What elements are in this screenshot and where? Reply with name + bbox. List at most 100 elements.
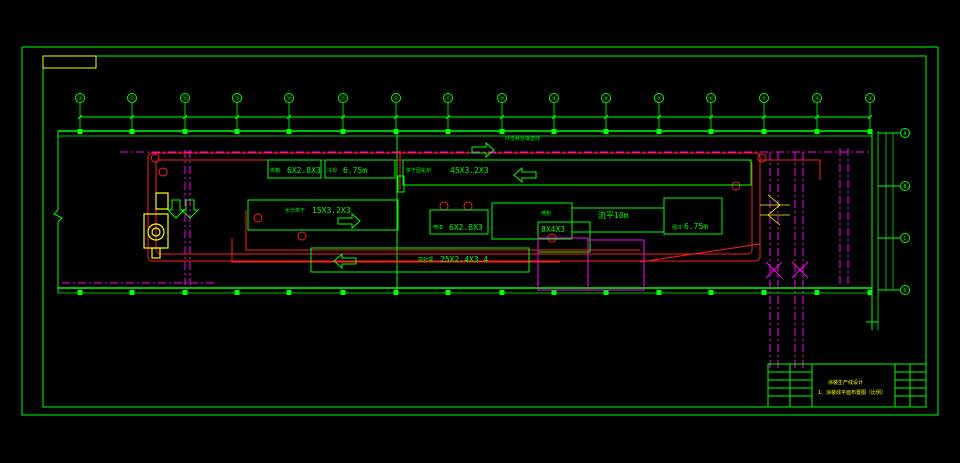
axis-bubble: ⑥: [706, 93, 716, 131]
box-upper-long: [402, 159, 752, 186]
label-box-mid-small: 6X2.8X3: [449, 223, 483, 232]
axis-bubble-right: D: [900, 285, 910, 295]
box-mid-left: [247, 199, 399, 231]
column: [77, 129, 83, 134]
axis-bubble-label: ⑱: [77, 95, 82, 102]
label-box-mid-small-tag: 喷漆: [433, 224, 443, 231]
column: [286, 129, 292, 134]
column: [708, 290, 714, 295]
axis-bubble-label: ⑪: [445, 95, 450, 102]
label-box-mid-section: 流平10m: [598, 210, 629, 220]
drop-arrows: [166, 199, 200, 219]
axis-bubble-right: C: [900, 233, 910, 243]
title-line-1: 涂装生产线设计: [828, 379, 863, 386]
column: [129, 290, 135, 295]
axis-bubble-label: ⑩: [500, 96, 505, 102]
column: [708, 129, 714, 134]
column: [499, 129, 505, 134]
column: [445, 129, 451, 134]
axis-bubble-label: ③: [868, 96, 873, 102]
label-box-upper-long-tag: 烘干固化炉: [406, 167, 431, 174]
centerlines: [62, 148, 872, 370]
column: [814, 129, 820, 134]
box-upper-left: [267, 159, 322, 179]
axis-bubble: ⑬: [338, 93, 348, 131]
axis-bubble: ⑫: [391, 93, 401, 131]
column: [656, 290, 662, 295]
axis-bubble-right-label: A: [903, 131, 906, 137]
label-box-mid-left: 15X3.2X3: [312, 206, 351, 215]
box-upper-mid: [324, 159, 396, 179]
label-box-upper-long: 45X3.2X3: [450, 166, 489, 175]
axis-bubble-label: ⑰: [129, 95, 134, 102]
label-box-upper-mid-tag: 冷却: [327, 167, 337, 174]
axis-bubble: ⑩: [497, 93, 507, 131]
axis-bubble: ⑮: [232, 93, 242, 131]
building-walls: [53, 130, 879, 330]
column: [129, 129, 135, 134]
column: [867, 129, 873, 134]
right-hangers: [760, 194, 790, 226]
column: [551, 129, 557, 134]
turn-mark: [731, 181, 741, 191]
axis-bubble-right: A: [900, 128, 910, 138]
axis-bubble-label: ④: [815, 96, 820, 102]
column: [814, 290, 820, 295]
axis-bubble-label: ⑭: [286, 95, 291, 102]
axis-grid-top: ⑱ ⑰ ⑯ ⑮ ⑭ ⑬ ⑫ ⑪ ⑩ ⑨ ⑧ ⑦ ⑥ ⑤ ④ ③: [75, 93, 875, 131]
axis-bubble-label: ⑥: [709, 96, 714, 102]
axis-bubble: ⑪: [443, 93, 453, 131]
column: [761, 129, 767, 134]
right-axis-lines: [878, 132, 900, 291]
equipment-boxes: [247, 159, 752, 273]
outer-frame: [21, 46, 939, 416]
axis-bubble: ⑱: [75, 93, 85, 131]
column: [182, 129, 188, 134]
inner-frame: [42, 55, 927, 408]
column: [499, 290, 505, 295]
turn-mark: [253, 213, 263, 223]
axis-bubble-label: ⑨: [552, 96, 557, 102]
axis-bubble: ④: [812, 93, 822, 131]
turn-mark: [158, 167, 168, 177]
corner-stamp-box: [42, 55, 97, 69]
axis-bubble: ⑧: [601, 93, 611, 131]
labels: 环形悬挂输送线 烘箱 6X2.8X3 冷却 6.75m 烘干固化炉 45X3.2…: [270, 135, 708, 264]
label-box-mid-right-tag: 喷粉: [541, 210, 551, 217]
column: [656, 129, 662, 134]
axis-bubble-label: ⑦: [657, 96, 662, 102]
axis-bubble: ⑦: [654, 93, 664, 131]
column: [603, 290, 609, 295]
column: [340, 290, 346, 295]
turn-mark: [297, 231, 307, 241]
title-line-2: 1、涂装线平面布置图（比例）: [818, 389, 886, 396]
label-box-mid-left-tag: 水分烘干: [285, 207, 305, 214]
box-mid-small: [429, 209, 489, 235]
axis-bubble-label: ⑯: [182, 95, 187, 102]
label-box-upper-left-tag: 烘箱: [270, 167, 280, 174]
axis-bubble-label: ⑧: [604, 96, 609, 102]
axis-bubble-right: B: [900, 181, 910, 191]
columns: [77, 129, 873, 295]
column: [761, 290, 767, 295]
box-upper-connector: [397, 175, 405, 193]
axis-bubble: ⑤: [759, 93, 769, 131]
axis-bubble-label: ⑫: [393, 95, 398, 102]
column: [393, 129, 399, 134]
axis-bubble: ⑭: [284, 93, 294, 131]
turn-mark: [757, 153, 767, 163]
column: [234, 290, 240, 295]
axis-bubble: ⑰: [127, 93, 137, 131]
axis-bubble-right-label: B: [903, 184, 906, 190]
axis-bubble: ⑨: [549, 93, 559, 131]
column: [340, 129, 346, 134]
column: [182, 290, 188, 295]
axis-bubble-label: ⑮: [234, 95, 239, 102]
box-lower-long: [310, 247, 530, 273]
label-box-far-right: 6.75m: [684, 222, 708, 231]
label-box-lower-long-tag: 前处理: [418, 256, 433, 263]
axis-bubble-right-label: D: [903, 288, 906, 294]
lamp-device: [143, 192, 169, 259]
axis-bubble-label: ⑤: [762, 96, 767, 102]
column: [867, 290, 873, 295]
